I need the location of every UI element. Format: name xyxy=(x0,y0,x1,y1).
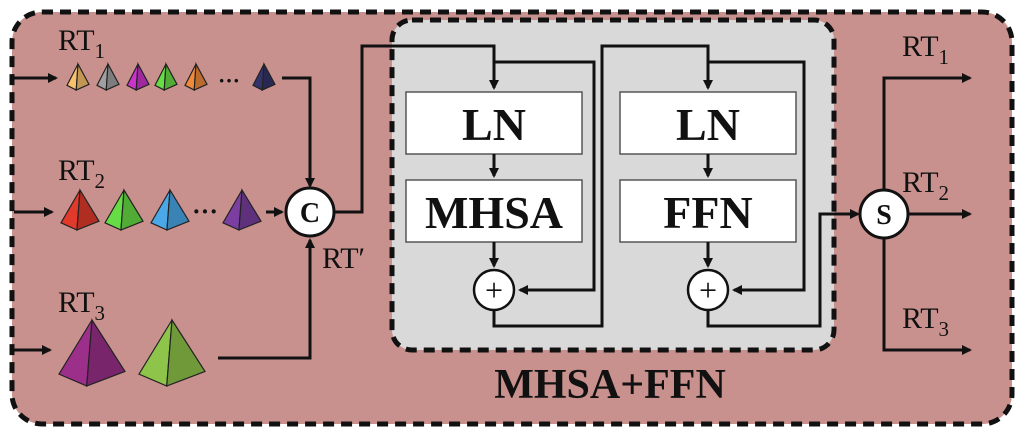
svg-text:+: + xyxy=(699,272,717,308)
svg-text:RT1: RT1 xyxy=(902,30,949,69)
split-output-lines xyxy=(882,73,972,355)
ffn-box: FFN xyxy=(619,179,797,243)
block2-to-split-line xyxy=(706,209,860,328)
ellipsis-row2: ··· xyxy=(192,197,218,226)
add-node-1: + xyxy=(472,268,516,312)
ellipsis-row1: ··· xyxy=(218,68,240,93)
add-node-2: + xyxy=(686,268,730,312)
input-label-rt1: RT1 xyxy=(58,24,105,63)
ln-box-2: LN xyxy=(619,91,797,155)
svg-text:LN: LN xyxy=(676,99,740,150)
pyramid-token xyxy=(96,61,120,91)
ln-box-1: LN xyxy=(405,91,583,155)
token-row-rt1 xyxy=(66,61,276,91)
svg-text:MHSA: MHSA xyxy=(425,187,563,238)
pyramid-token xyxy=(138,318,206,387)
input-arrows xyxy=(14,73,58,355)
pyramid-token xyxy=(222,188,262,231)
svg-text:RT2: RT2 xyxy=(902,166,949,205)
pyramid-token xyxy=(60,188,100,231)
output-label-rt2: RT2 xyxy=(902,166,949,205)
svg-text:RT3: RT3 xyxy=(58,286,105,325)
block1-to-block2-line xyxy=(492,44,806,328)
pyramid-token xyxy=(126,61,150,91)
svg-text:RT1: RT1 xyxy=(58,24,105,63)
block-title: MHSA+FFN xyxy=(494,362,726,408)
pyramid-token xyxy=(184,61,208,91)
svg-text:+: + xyxy=(485,272,503,308)
concat-node: C xyxy=(284,186,336,238)
pyramid-token xyxy=(150,188,190,231)
pyramid-token xyxy=(252,61,276,91)
input-label-rt3: RT3 xyxy=(58,286,105,325)
mhsa-box: MHSA xyxy=(405,179,583,243)
split-node: S xyxy=(858,188,910,240)
token-row-rt2 xyxy=(60,188,262,231)
token-row-rt3 xyxy=(58,318,206,387)
pyramid-token xyxy=(58,318,126,387)
concat-output-label: RT′ xyxy=(322,242,365,275)
svg-text:FFN: FFN xyxy=(663,187,752,238)
svg-text:RT3: RT3 xyxy=(902,302,949,341)
pyramid-token xyxy=(104,188,144,231)
pyramid-token xyxy=(66,61,90,91)
svg-text:C: C xyxy=(300,198,320,229)
svg-text:RT2: RT2 xyxy=(58,154,105,193)
output-label-rt1: RT1 xyxy=(902,30,949,69)
concat-to-block1-line xyxy=(334,44,596,295)
input-label-rt2: RT2 xyxy=(58,154,105,193)
svg-text:LN: LN xyxy=(462,99,526,150)
svg-text:S: S xyxy=(876,200,892,231)
output-label-rt3: RT3 xyxy=(902,302,949,341)
pyramid-token xyxy=(154,61,178,91)
concat-input-lines xyxy=(218,76,315,360)
